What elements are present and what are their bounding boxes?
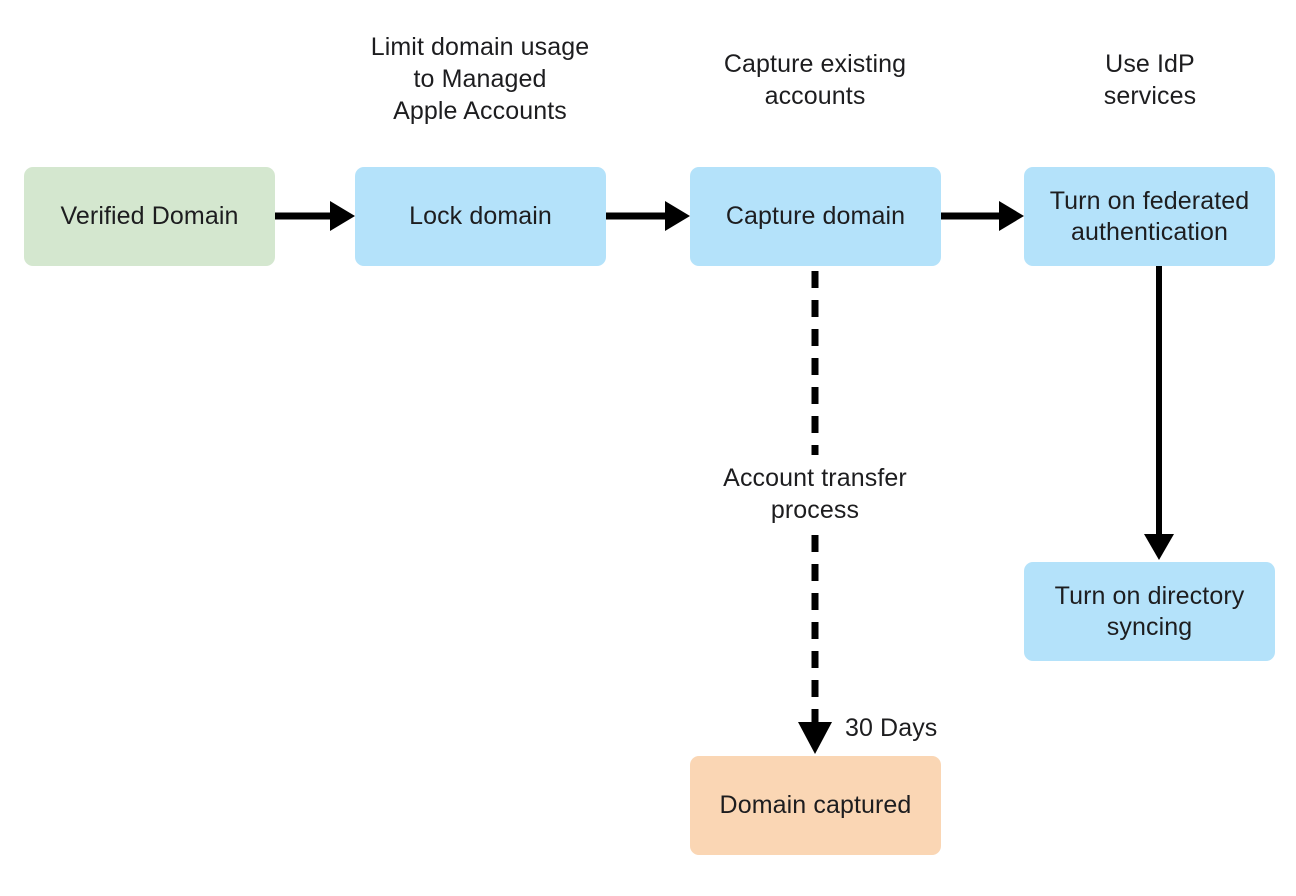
node-turn-on-directory-syncing-label: Turn on directory syncing (1054, 582, 1245, 641)
edge-label-thirty-days: 30 Days (845, 714, 938, 742)
caption-federated-authentication: Use IdP services (1103, 50, 1197, 110)
node-turn-on-federated-authentication-label: Turn on federated authentication (1049, 187, 1250, 246)
node-verified-domain[interactable]: Verified Domain (24, 167, 275, 266)
node-lock-domain[interactable]: Lock domain (355, 167, 606, 266)
caption-capture-domain: Capture existing accounts (723, 50, 907, 110)
node-lock-domain-label: Lock domain (409, 202, 552, 231)
node-domain-captured[interactable]: Domain captured (690, 756, 941, 855)
caption-lock-domain: Limit domain usage to Managed Apple Acco… (370, 33, 590, 125)
node-verified-domain-label: Verified Domain (60, 202, 239, 231)
node-turn-on-federated-authentication[interactable]: Turn on federated authentication (1024, 167, 1275, 266)
node-turn-on-directory-syncing[interactable]: Turn on directory syncing (1024, 562, 1275, 661)
node-capture-domain[interactable]: Capture domain (690, 167, 941, 266)
edge-federated-to-directory (1144, 266, 1174, 560)
edge-capture-to-federated (941, 201, 1024, 231)
edge-verified-to-lock (275, 201, 355, 231)
node-domain-captured-label: Domain captured (719, 791, 912, 820)
node-capture-domain-label: Capture domain (725, 202, 906, 231)
edge-label-account-transfer-process: Account transfer process (690, 462, 940, 526)
edge-lock-to-capture (606, 201, 690, 231)
